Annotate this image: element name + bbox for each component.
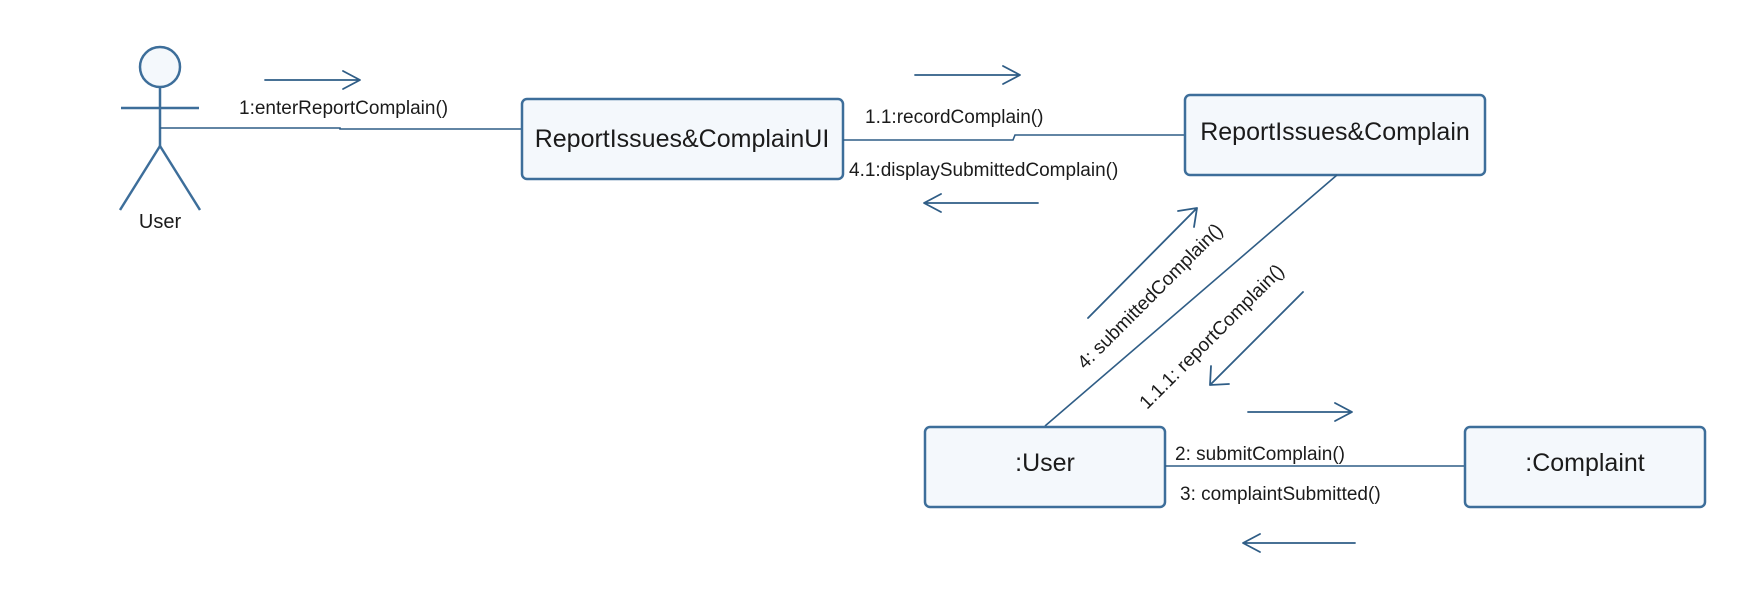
actor-left-leg bbox=[118, 145, 162, 211]
object-complaint-rect bbox=[1463, 425, 1707, 509]
arrow-diagonal-up-icon bbox=[1087, 207, 1198, 319]
object-controller-box[interactable]: ReportIssues&Complain bbox=[1183, 93, 1487, 177]
message-1-1-label: 1.1:recordComplain() bbox=[865, 107, 1043, 128]
object-complaint-label: :Complaint bbox=[1525, 449, 1645, 477]
link-ui-controller bbox=[843, 134, 1185, 141]
object-user-label: :User bbox=[1015, 449, 1075, 477]
actor-head bbox=[138, 45, 182, 89]
object-controller-rect bbox=[1183, 93, 1487, 177]
object-ui-label: ReportIssues&ComplainUI bbox=[535, 125, 830, 153]
arrow-left-icon bbox=[923, 193, 1039, 213]
object-user-rect bbox=[923, 425, 1167, 509]
arrow-right-icon bbox=[264, 70, 361, 90]
object-ui-rect bbox=[520, 97, 845, 181]
object-complaint-box[interactable]: :Complaint bbox=[1463, 425, 1707, 509]
message-3-label: 3: complaintSubmitted() bbox=[1180, 484, 1381, 505]
message-1-label: 1:enterReportComplain() bbox=[239, 98, 448, 119]
arrow-left-icon bbox=[1242, 533, 1356, 553]
arrow-right-icon bbox=[914, 65, 1021, 85]
object-user-box[interactable]: :User bbox=[923, 425, 1167, 509]
message-2-label: 2: submitComplain() bbox=[1175, 444, 1345, 465]
object-ui-box[interactable]: ReportIssues&ComplainUI bbox=[520, 97, 845, 181]
link-actor-ui bbox=[160, 127, 522, 130]
object-controller-label: ReportIssues&Complain bbox=[1200, 118, 1470, 146]
arrow-diagonal-down-icon bbox=[1209, 291, 1304, 386]
arrow-right-icon bbox=[1247, 402, 1353, 422]
user-actor[interactable]: User bbox=[118, 45, 202, 233]
actor-label: User bbox=[139, 211, 182, 233]
message-4-1-label: 4.1:displaySubmittedComplain() bbox=[849, 160, 1118, 181]
link-controller-user bbox=[1044, 174, 1338, 427]
actor-right-leg bbox=[158, 145, 202, 211]
